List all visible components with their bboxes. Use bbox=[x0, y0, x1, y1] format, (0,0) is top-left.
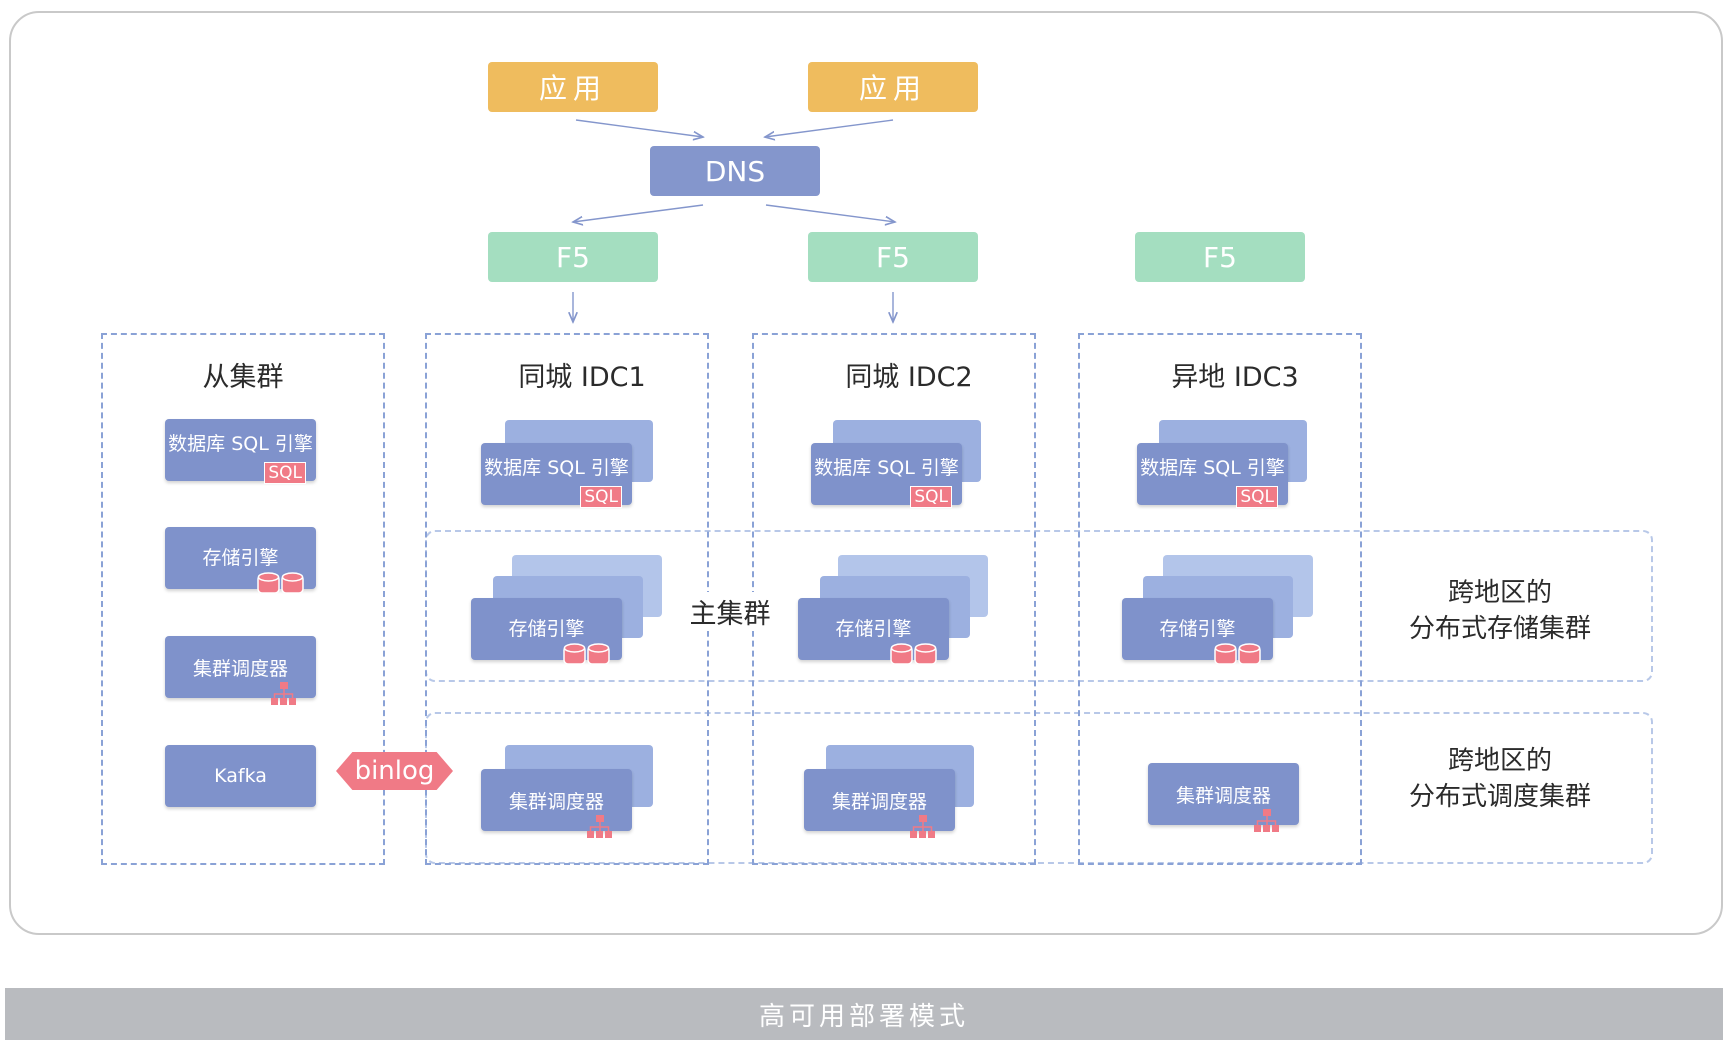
idc3-db-engine-label: 数据库 SQL 引擎 bbox=[1140, 457, 1285, 479]
slave-scheduler-label: 集群调度器 bbox=[192, 657, 288, 680]
idc2-storage-engine-label: 存储引擎 bbox=[835, 618, 912, 640]
footer-caption: 高可用部署模式 bbox=[5, 988, 1723, 1040]
binlog-connector: binlog bbox=[336, 752, 453, 790]
storage-cluster-label: 跨地区的 分布式存储集群 bbox=[1380, 575, 1620, 647]
sql-badge: SQL bbox=[1236, 486, 1278, 508]
idc3-storage-engine: 存储引擎 bbox=[1122, 598, 1273, 665]
scheduler-cluster-label-line2: 分布式调度集群 bbox=[1408, 782, 1591, 812]
zone-slave-cluster bbox=[101, 333, 385, 865]
storage-cluster-label-line1: 跨地区的 bbox=[1447, 578, 1552, 608]
scheduler-cluster-label-line1: 跨地区的 bbox=[1447, 746, 1552, 776]
idc1-scheduler-label: 集群调度器 bbox=[508, 790, 604, 813]
hierarchy-icon bbox=[910, 815, 935, 838]
f5-node-2: F5 bbox=[808, 232, 978, 282]
zone-title-idc1: 同城 IDC1 bbox=[518, 362, 646, 393]
idc1-storage-engine: 存储引擎 bbox=[471, 598, 622, 665]
database-icon bbox=[257, 572, 304, 594]
zone-title-slave: 从集群 bbox=[202, 362, 284, 393]
f5-node-3: F5 bbox=[1135, 232, 1305, 282]
f5-node-1: F5 bbox=[488, 232, 658, 282]
idc3-db-engine: 数据库 SQL 引擎 SQL bbox=[1137, 443, 1288, 508]
idc3-scheduler: 集群调度器 bbox=[1148, 763, 1299, 832]
slave-db-engine-label: 数据库 SQL 引擎 bbox=[168, 433, 313, 455]
main-cluster-label: 主集群 bbox=[680, 592, 780, 631]
hierarchy-icon bbox=[1254, 809, 1279, 832]
idc2-db-engine-label: 数据库 SQL 引擎 bbox=[814, 457, 959, 479]
sql-badge: SQL bbox=[580, 486, 622, 508]
diagram-frame bbox=[9, 11, 1723, 935]
hierarchy-icon bbox=[271, 682, 296, 705]
kafka-node: Kafka bbox=[165, 745, 316, 807]
hierarchy-icon bbox=[587, 815, 612, 838]
scheduler-cluster-label: 跨地区的 分布式调度集群 bbox=[1380, 743, 1620, 815]
idc3-storage-engine-label: 存储引擎 bbox=[1159, 618, 1236, 640]
zone-title-idc3: 异地 IDC3 bbox=[1171, 362, 1299, 393]
database-icon bbox=[563, 643, 610, 665]
sql-badge: SQL bbox=[910, 486, 952, 508]
storage-cluster-label-line2: 分布式存储集群 bbox=[1408, 614, 1591, 644]
idc3-scheduler-label: 集群调度器 bbox=[1175, 784, 1271, 807]
slave-storage-engine-label: 存储引擎 bbox=[202, 547, 279, 569]
idc1-storage-engine-label: 存储引擎 bbox=[508, 618, 585, 640]
idc2-scheduler: 集群调度器 bbox=[804, 769, 955, 838]
dns-node: DNS bbox=[650, 146, 820, 196]
kafka-label: Kafka bbox=[214, 765, 267, 787]
idc2-db-engine: 数据库 SQL 引擎 SQL bbox=[811, 443, 962, 508]
slave-scheduler: 集群调度器 bbox=[165, 636, 316, 705]
idc2-scheduler-label: 集群调度器 bbox=[831, 790, 927, 813]
sql-badge: SQL bbox=[264, 462, 306, 484]
zone-title-idc2: 同城 IDC2 bbox=[845, 362, 973, 393]
idc2-storage-engine: 存储引擎 bbox=[798, 598, 949, 665]
slave-db-engine: 数据库 SQL 引擎 SQL bbox=[165, 419, 316, 484]
zone-idc3 bbox=[1078, 333, 1362, 865]
idc1-db-engine: 数据库 SQL 引擎 SQL bbox=[481, 443, 632, 508]
app-node-2: 应用 bbox=[808, 62, 978, 112]
app-node-1: 应用 bbox=[488, 62, 658, 112]
idc1-scheduler: 集群调度器 bbox=[481, 769, 632, 838]
idc1-db-engine-label: 数据库 SQL 引擎 bbox=[484, 457, 629, 479]
slave-storage-engine: 存储引擎 bbox=[165, 527, 316, 594]
database-icon bbox=[1214, 643, 1261, 665]
database-icon bbox=[890, 643, 937, 665]
